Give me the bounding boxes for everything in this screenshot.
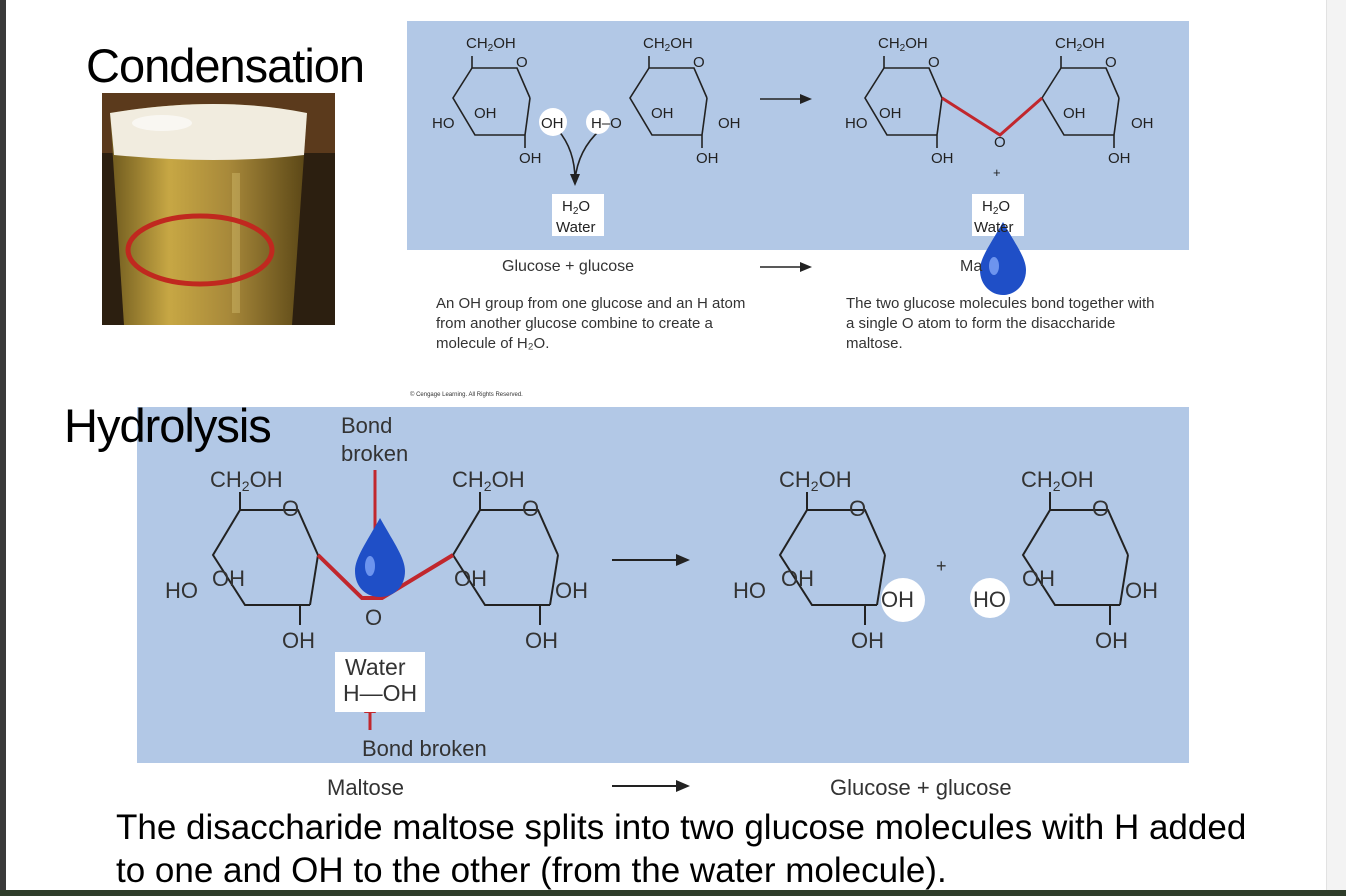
- water-drop-icon: [355, 518, 405, 597]
- svg-text:+: +: [936, 556, 947, 576]
- svg-text:H2O: H2O: [982, 198, 1010, 217]
- svg-text:O: O: [693, 54, 705, 71]
- condensation-panel: [407, 21, 1189, 250]
- svg-text:O: O: [994, 134, 1006, 151]
- svg-text:OH: OH: [555, 578, 588, 603]
- svg-text:OH: OH: [519, 150, 542, 167]
- svg-text:H–O: H–O: [591, 115, 622, 132]
- svg-text:OH: OH: [881, 587, 914, 612]
- svg-text:OH: OH: [931, 150, 954, 167]
- svg-text:H2O: H2O: [562, 198, 590, 217]
- svg-text:OH: OH: [851, 628, 884, 653]
- svg-text:O: O: [849, 496, 866, 521]
- svg-text:CH2OH: CH2OH: [878, 35, 928, 54]
- svg-text:OH: OH: [212, 566, 245, 591]
- svg-text:OH: OH: [651, 105, 674, 122]
- svg-text:CH2OH: CH2OH: [1021, 467, 1094, 494]
- svg-text:O: O: [1092, 496, 1109, 521]
- svg-text:OH: OH: [1108, 150, 1131, 167]
- cond-water-label: Water: [556, 219, 595, 236]
- copyright-notice: © Cengage Learning. All Rights Reserved.: [410, 392, 523, 398]
- svg-text:OH: OH: [1125, 578, 1158, 603]
- cond-product-water-label: Water: [974, 219, 1013, 236]
- svg-text:HO: HO: [165, 578, 198, 603]
- svg-text:O: O: [516, 54, 528, 71]
- svg-text:OH: OH: [525, 628, 558, 653]
- hydrolysis-title: Hydrolysis: [64, 399, 272, 452]
- beer-glass-image: [102, 93, 335, 325]
- water-box: [335, 652, 425, 712]
- condensation-caption-left: An OH group from one glucose and an H at…: [436, 295, 746, 352]
- condensation-title: Condensation: [86, 39, 365, 92]
- bond-broken-label-top: Bond broken: [341, 413, 409, 466]
- svg-text:CH2OH: CH2OH: [452, 467, 525, 494]
- svg-text:OH: OH: [879, 105, 902, 122]
- svg-text:+: +: [993, 165, 1001, 180]
- svg-text:OH: OH: [1131, 115, 1154, 132]
- svg-text:O: O: [928, 54, 940, 71]
- svg-text:CH2OH: CH2OH: [1055, 35, 1105, 54]
- svg-text:CH2OH: CH2OH: [210, 467, 283, 494]
- bond-broken-label-bottom: Bond broken: [362, 736, 487, 761]
- svg-text:OH: OH: [718, 115, 741, 132]
- svg-text:OH: OH: [1095, 628, 1128, 653]
- svg-text:CH2OH: CH2OH: [643, 35, 693, 54]
- svg-text:OH: OH: [541, 115, 564, 132]
- condensation-reactants-label: Glucose + glucose: [502, 258, 635, 275]
- svg-text:OH: OH: [781, 566, 814, 591]
- svg-text:O: O: [1105, 54, 1117, 71]
- condensation-product-label: Ma: [960, 258, 983, 275]
- svg-text:OH: OH: [282, 628, 315, 653]
- svg-text:HO: HO: [432, 115, 455, 132]
- svg-text:OH: OH: [696, 150, 719, 167]
- svg-text:CH2OH: CH2OH: [779, 467, 852, 494]
- svg-text:OH: OH: [1022, 566, 1055, 591]
- svg-text:OH: OH: [1063, 105, 1086, 122]
- window-right-edge: [1326, 0, 1346, 896]
- window-left-edge: [0, 0, 6, 896]
- hydrolysis-water-label: Water: [345, 654, 406, 680]
- svg-text:HO: HO: [973, 587, 1006, 612]
- water-drop-icon: [980, 222, 1026, 295]
- reaction-arrow-icon: [570, 94, 812, 272]
- hydrolysis-water-formula: H—OH: [343, 680, 418, 706]
- svg-text:HO: HO: [733, 578, 766, 603]
- svg-text:O: O: [282, 496, 299, 521]
- svg-text:HO: HO: [845, 115, 868, 132]
- summary-text: The disaccharide maltose splits into two…: [116, 808, 1247, 890]
- condensation-caption-right: The two glucose molecules bond together …: [846, 295, 1155, 352]
- svg-text:O: O: [365, 605, 382, 630]
- hydrolysis-reactant-label: Maltose: [327, 775, 405, 800]
- svg-text:O: O: [522, 496, 539, 521]
- svg-text:OH: OH: [454, 566, 487, 591]
- window-bottom-edge: [0, 890, 1346, 896]
- svg-text:OH: OH: [474, 105, 497, 122]
- svg-text:CH2OH: CH2OH: [466, 35, 516, 54]
- hydrolysis-products-label: Glucose + glucose: [830, 775, 1012, 800]
